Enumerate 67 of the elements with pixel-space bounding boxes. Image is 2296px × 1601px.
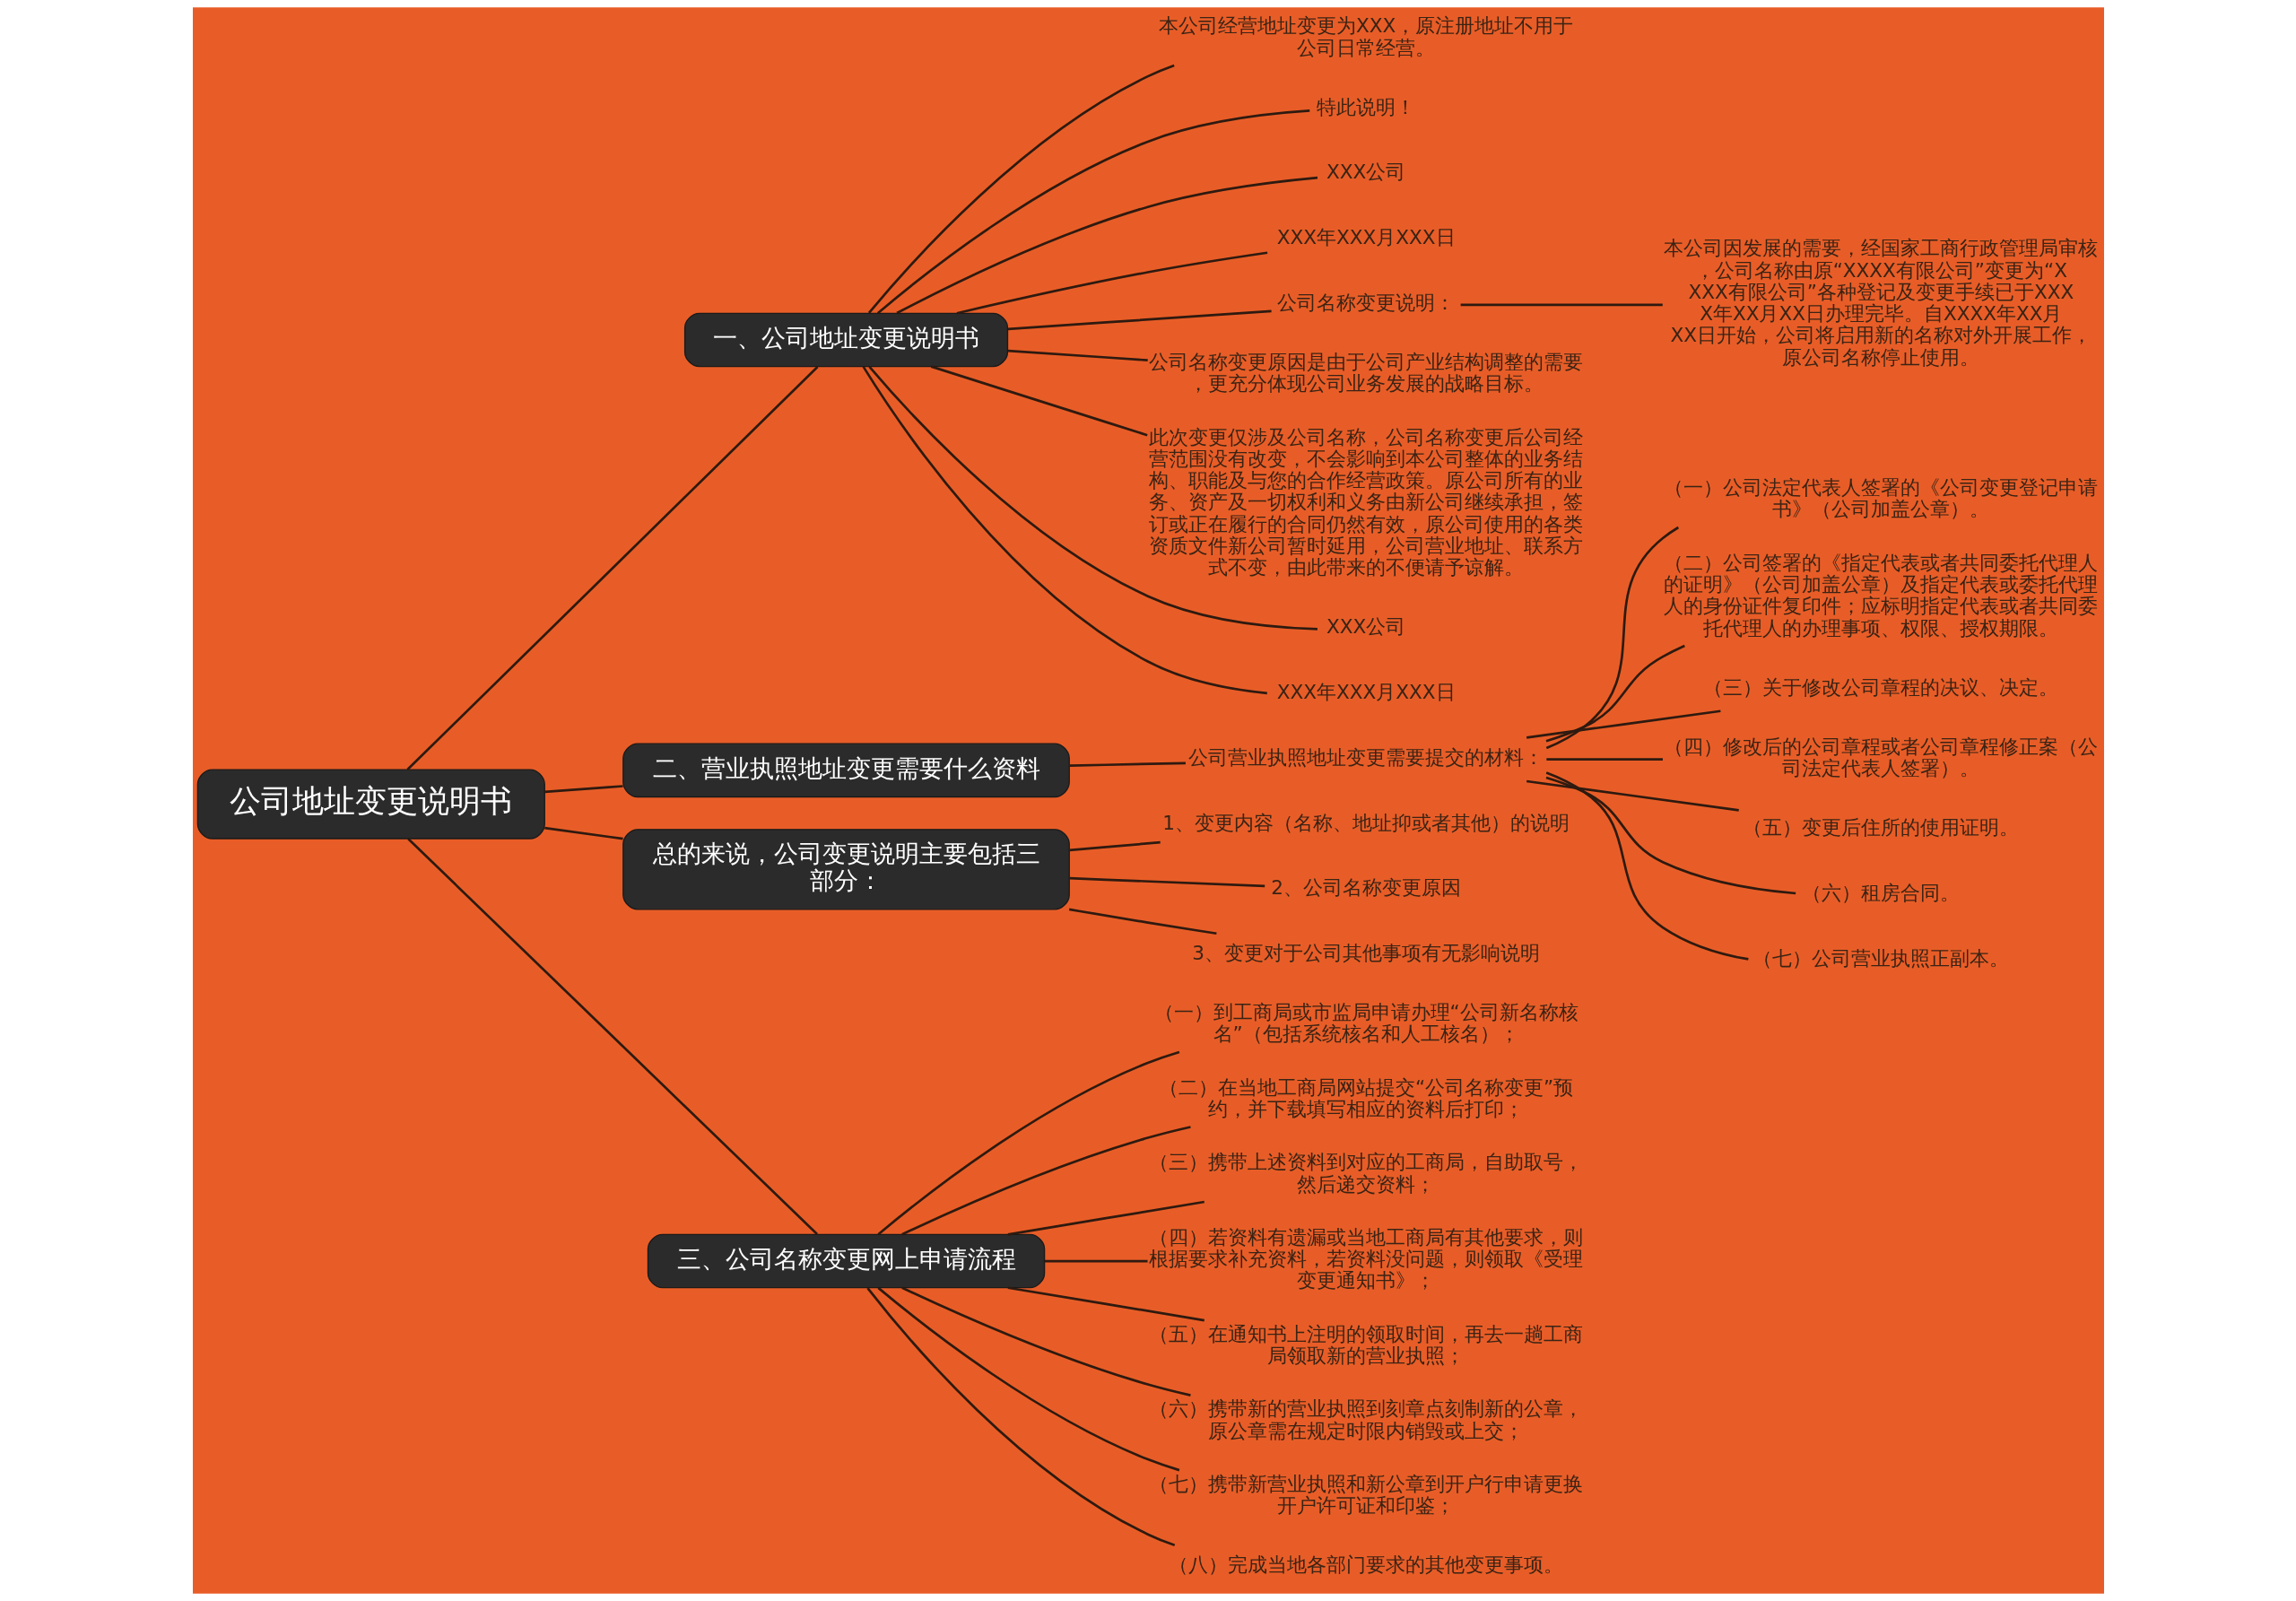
node-text: （一）公司法定代表人签署的《公司变更登记申请书》（公司加盖公章）。 (1663, 476, 2098, 521)
connector (1545, 776, 1796, 895)
connector (876, 1286, 1179, 1472)
connector (956, 251, 1267, 315)
connector (876, 1050, 1179, 1236)
node-text: 此次变更仅涉及公司名称，公司名称变更后公司经营范围没有改变，不会影响到本公司整体的业务结构、职能及与您的合作经营政策。原公司所有的业务、资产及一切权利和义务由新公司继续承担，签订或正在履行的合同仍然有效，原公司使用的各类资质文件新公司暂时延用，公司营业地址、联系方式不变，由此带来的不便请予谅解。 (1148, 425, 1583, 579)
connector (876, 109, 1309, 315)
connector (406, 838, 818, 1235)
node-text: （一）到工商局或市监局申请办理“公司新名称核名”（包括系统核名和人工核名）； (1153, 1001, 1578, 1046)
node-text: （四）修改后的公司章程或者公司章程修正案（公司法定代表人签署）。 (1663, 735, 2098, 779)
node-text: 本公司因发展的需要，经国家工商行政管理局审核，公司名称由原“XXXX有限公司”变更为“XXXX有限公司”各种登记及变更手续已于XXXX年XX月XX日办理完毕。自XXXX年XX月XX日开始，公司将启用新的名称对外开展工作，原公司名称停止使用。 (1663, 237, 2098, 369)
connector (1068, 908, 1217, 935)
node-text: 本公司经营地址变更为XXX，原注册地址不用于公司日常经营。 (1158, 14, 1573, 59)
connector (1007, 349, 1148, 361)
node-text: 公司营业执照地址变更需要提交的材料： (1187, 745, 1544, 769)
connector (867, 366, 1318, 631)
node-text: （七）携带新营业执照和新公章到开户行申请更换开户许可证和印鉴； (1148, 1472, 1583, 1518)
node-text: 2、公司名称变更原因 (1270, 876, 1461, 900)
connector (1545, 771, 1749, 961)
connector (544, 785, 623, 794)
connector (1526, 709, 1721, 739)
node-text: （六）携带新的营业执照到刻章点刻制新的公章，原公章需在规定时限内销毁或上交； (1148, 1397, 1583, 1442)
connector (1526, 779, 1739, 812)
node-box: 二、营业执照地址变更需要什么资料 (622, 743, 1070, 798)
node-text: XXX公司 (1326, 161, 1405, 184)
node-text: XXX公司 (1326, 615, 1405, 639)
node-text: （七）公司营业执照正副本。 (1752, 946, 2009, 970)
connector (900, 1126, 1191, 1236)
node-box: 一、公司地址变更说明书 (683, 312, 1008, 368)
node-text: 3、变更对于公司其他事项有无影响说明 (1191, 942, 1540, 965)
node-box: 总的来说，公司变更说明主要包括三部分： (622, 829, 1070, 910)
connector (1068, 761, 1186, 767)
node-text: （三）关于修改公司章程的决议、决定。 (1702, 675, 2058, 699)
connector (544, 826, 623, 840)
connector (1545, 644, 1685, 743)
node-text: （二）公司签署的《指定代表或者共同委托代理人的证明》（公司加盖公章）及指定代表或委托代理人的身份证件复印件；应标明指定代表或者共同委托代理人的办理事项、权限、授权期限。 (1663, 551, 2098, 640)
connector (1044, 1259, 1148, 1263)
node-box: 三、公司名称变更网上申请流程 (647, 1233, 1045, 1289)
node-text: 公司名称变更原因是由于公司产业结构调整的需要，更充分体现公司业务发展的战略目标。 (1148, 351, 1583, 396)
connector (865, 1287, 1175, 1547)
connector (930, 365, 1148, 437)
connector (1068, 876, 1265, 888)
node-text: XXX年XXX月XXX日 (1276, 681, 1456, 704)
node-text: XXX年XXX月XXX日 (1276, 226, 1456, 249)
node-text: 特此说明！ (1316, 95, 1415, 118)
connector (1545, 758, 1663, 761)
node-text: （三）携带上述资料到对应的工商局，自助取号，然后递交资料； (1148, 1151, 1583, 1196)
connector (867, 64, 1175, 314)
connector (1007, 1200, 1205, 1236)
node-text: （六）租房合同。 (1801, 881, 1960, 904)
connector (1007, 309, 1272, 331)
node-text: 1、变更内容（名称、地址抑或者其他）的说明 (1161, 811, 1570, 834)
node-text: （四）若资料有遗漏或当地工商局有其他要求，则根据要求补充资料，若资料没问题，则领取《受理变更通知书》； (1148, 1225, 1583, 1292)
node-text: （五）变更后住所的使用证明。 (1742, 815, 2019, 839)
node-box: 公司地址变更说明书 (196, 769, 545, 840)
connector (862, 366, 1267, 695)
node-text: （五）在通知书上注明的领取时间，再去一趟工商局领取新的营业执照； (1148, 1322, 1583, 1367)
node-text: （二）在当地工商局网站提交“公司名称变更”预约，并下载填写相应的资料后打印； (1158, 1075, 1573, 1121)
node-text: （八）完成当地各部门要求的其他变更事项。 (1168, 1553, 1563, 1577)
connector (1460, 303, 1663, 307)
connector (1545, 526, 1679, 750)
node-text: 公司名称变更说明： (1276, 291, 1455, 314)
connector (895, 176, 1318, 315)
connector (405, 366, 819, 771)
connector (900, 1286, 1191, 1397)
connector (1007, 1286, 1205, 1322)
connector (1068, 840, 1161, 852)
